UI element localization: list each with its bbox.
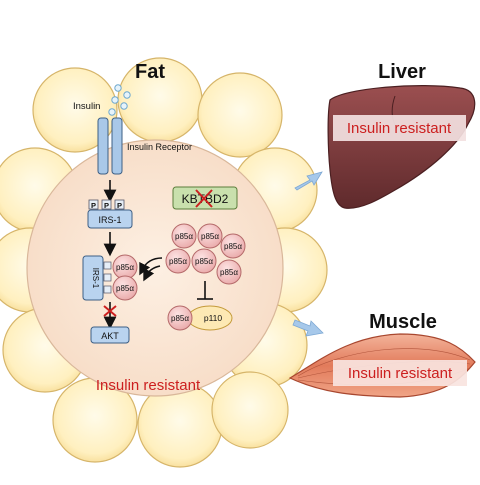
label-akt: AKT: [101, 331, 119, 341]
arrow-shape: [294, 171, 323, 191]
arrow-to-liver: [294, 171, 323, 191]
p85a-free: [171, 223, 197, 249]
insulin-molecule: [108, 108, 116, 116]
arrow-to-muscle: [292, 319, 324, 337]
liver-organ: [327, 85, 476, 209]
irs1-box: [87, 209, 133, 229]
phospho-label: P: [117, 201, 122, 210]
insulin-molecule: [111, 96, 119, 104]
label-p85a: p85α: [169, 257, 187, 266]
phospho-box: [88, 199, 99, 210]
p85a-complex: [167, 305, 193, 331]
adipocyte: [32, 67, 118, 153]
phospho-row-top: P P P: [88, 199, 125, 210]
label-p85a: p85α: [201, 232, 219, 241]
phospho-box: [103, 273, 112, 282]
label-insulin-receptor: Insulin Receptor: [127, 142, 192, 152]
arrow-shape: [292, 319, 324, 337]
insulin-molecules: [108, 84, 131, 116]
p85a-free: [197, 223, 223, 249]
p85a-free: [165, 248, 191, 274]
kbtbd2-knockout-cross: [195, 189, 213, 208]
adipocyte: [197, 72, 283, 158]
phospho-label: P: [91, 201, 96, 210]
title-liver: Liver: [378, 61, 426, 83]
muscle-label-box: [333, 360, 467, 386]
p85a-free: [191, 248, 217, 274]
phospho-box: [101, 199, 112, 210]
phospho-box: [103, 261, 112, 270]
muscle-fiber: [297, 348, 471, 377]
label-p85a: p85α: [175, 232, 193, 241]
insulin-molecule: [114, 84, 122, 92]
phospho-label: P: [104, 201, 109, 210]
free-p85a-cluster: p85α p85α p85α p85α p85α p85α: [165, 223, 246, 285]
phospho-box: [114, 199, 125, 210]
phospho-box: [103, 285, 112, 294]
phospho-column: [103, 261, 112, 294]
adipocyte: [211, 371, 289, 449]
insulin-molecule: [123, 91, 131, 99]
block-cross-akt: [103, 305, 117, 317]
label-p85a: p85α: [116, 263, 134, 272]
muscle-insulin-resistant: Insulin resistant: [348, 365, 453, 382]
akt-box: [90, 326, 130, 344]
liver-label-box: [333, 115, 466, 141]
label-p85a: p85α: [224, 242, 242, 251]
label-p85a: p85α: [116, 284, 134, 293]
label-p85a: p85α: [171, 314, 189, 323]
insulin-receptor: [97, 117, 123, 175]
irs1-vertical-box: [82, 255, 104, 301]
cross-stroke: [103, 305, 117, 317]
p85a-free: [216, 259, 242, 285]
label-p85a: p85α: [195, 257, 213, 266]
label-insulin: Insulin: [73, 101, 100, 112]
insulin-molecule: [120, 102, 128, 110]
receptor-subunit-left: [97, 117, 109, 175]
fat-insulin-resistant: Insulin resistant: [96, 377, 201, 394]
arrow-p85-binding-2: [143, 265, 161, 282]
label-irs1-vertical: IRS-1: [91, 268, 100, 289]
label-p110: p110: [204, 313, 223, 323]
label-p85a: p85α: [220, 268, 238, 277]
title-muscle: Muscle: [369, 311, 437, 333]
liver-insulin-resistant: Insulin resistant: [347, 120, 452, 137]
title-fat: Fat: [135, 61, 165, 83]
receptor-subunit-right: [111, 117, 123, 175]
cross-stroke: [195, 189, 213, 208]
arrow-p85-binding-1: [139, 257, 163, 276]
p85a-bound-bottom: [112, 275, 138, 301]
p85a-free: [220, 233, 246, 259]
label-irs1: IRS-1: [98, 215, 121, 225]
